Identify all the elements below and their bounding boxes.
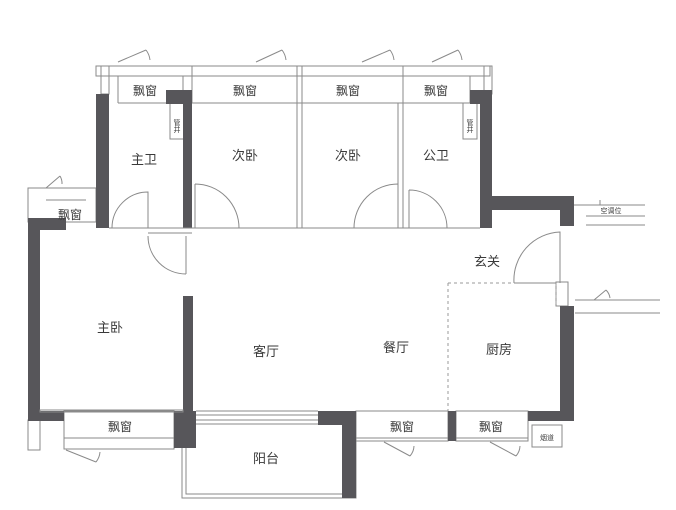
bay-window-label: 飘窗: [336, 84, 360, 98]
bay-window-label: 飘窗: [233, 84, 257, 98]
pipe-shaft-label: 管井: [466, 118, 474, 134]
room-master-bed-label: 主卧: [97, 321, 123, 336]
room-labels: 主卫 次卧 次卧 公卫 玄关 主卧 客厅 餐厅 厨房 阳台: [97, 148, 512, 467]
aircon-label: 空调位: [601, 206, 622, 215]
bay-window-label: 飘窗: [108, 420, 132, 434]
doors: [45, 49, 611, 463]
room-master-bath-label: 主卫: [131, 153, 157, 168]
pipe-shaft-label: 管井: [173, 118, 181, 134]
room-balcony-label: 阳台: [253, 452, 279, 467]
room-second-bed-1-label: 次卧: [232, 148, 258, 164]
room-dining-label: 餐厅: [383, 340, 409, 356]
room-second-bed-2-label: 次卧: [335, 148, 361, 164]
window-frames: [27, 65, 660, 499]
walls: [28, 90, 574, 498]
room-entrance-label: 玄关: [474, 255, 500, 270]
room-kitchen-label: 厨房: [486, 342, 512, 358]
bay-window-label: 飘窗: [479, 420, 503, 434]
bay-window-label: 飘窗: [390, 420, 414, 434]
bay-window-label: 飘窗: [133, 84, 157, 98]
bay-window-label: 飘窗: [424, 84, 448, 98]
chimney-label: 烟道: [540, 433, 554, 442]
room-public-bath-label: 公卫: [423, 149, 449, 164]
bay-window-label: 飘窗: [58, 208, 82, 222]
window-labels: 飘窗 飘窗 飘窗 飘窗 飘窗 飘窗 飘窗 飘窗: [58, 84, 503, 434]
room-living-label: 客厅: [253, 344, 279, 360]
misc-labels: 管井 管井 空调位 烟道: [173, 118, 622, 442]
